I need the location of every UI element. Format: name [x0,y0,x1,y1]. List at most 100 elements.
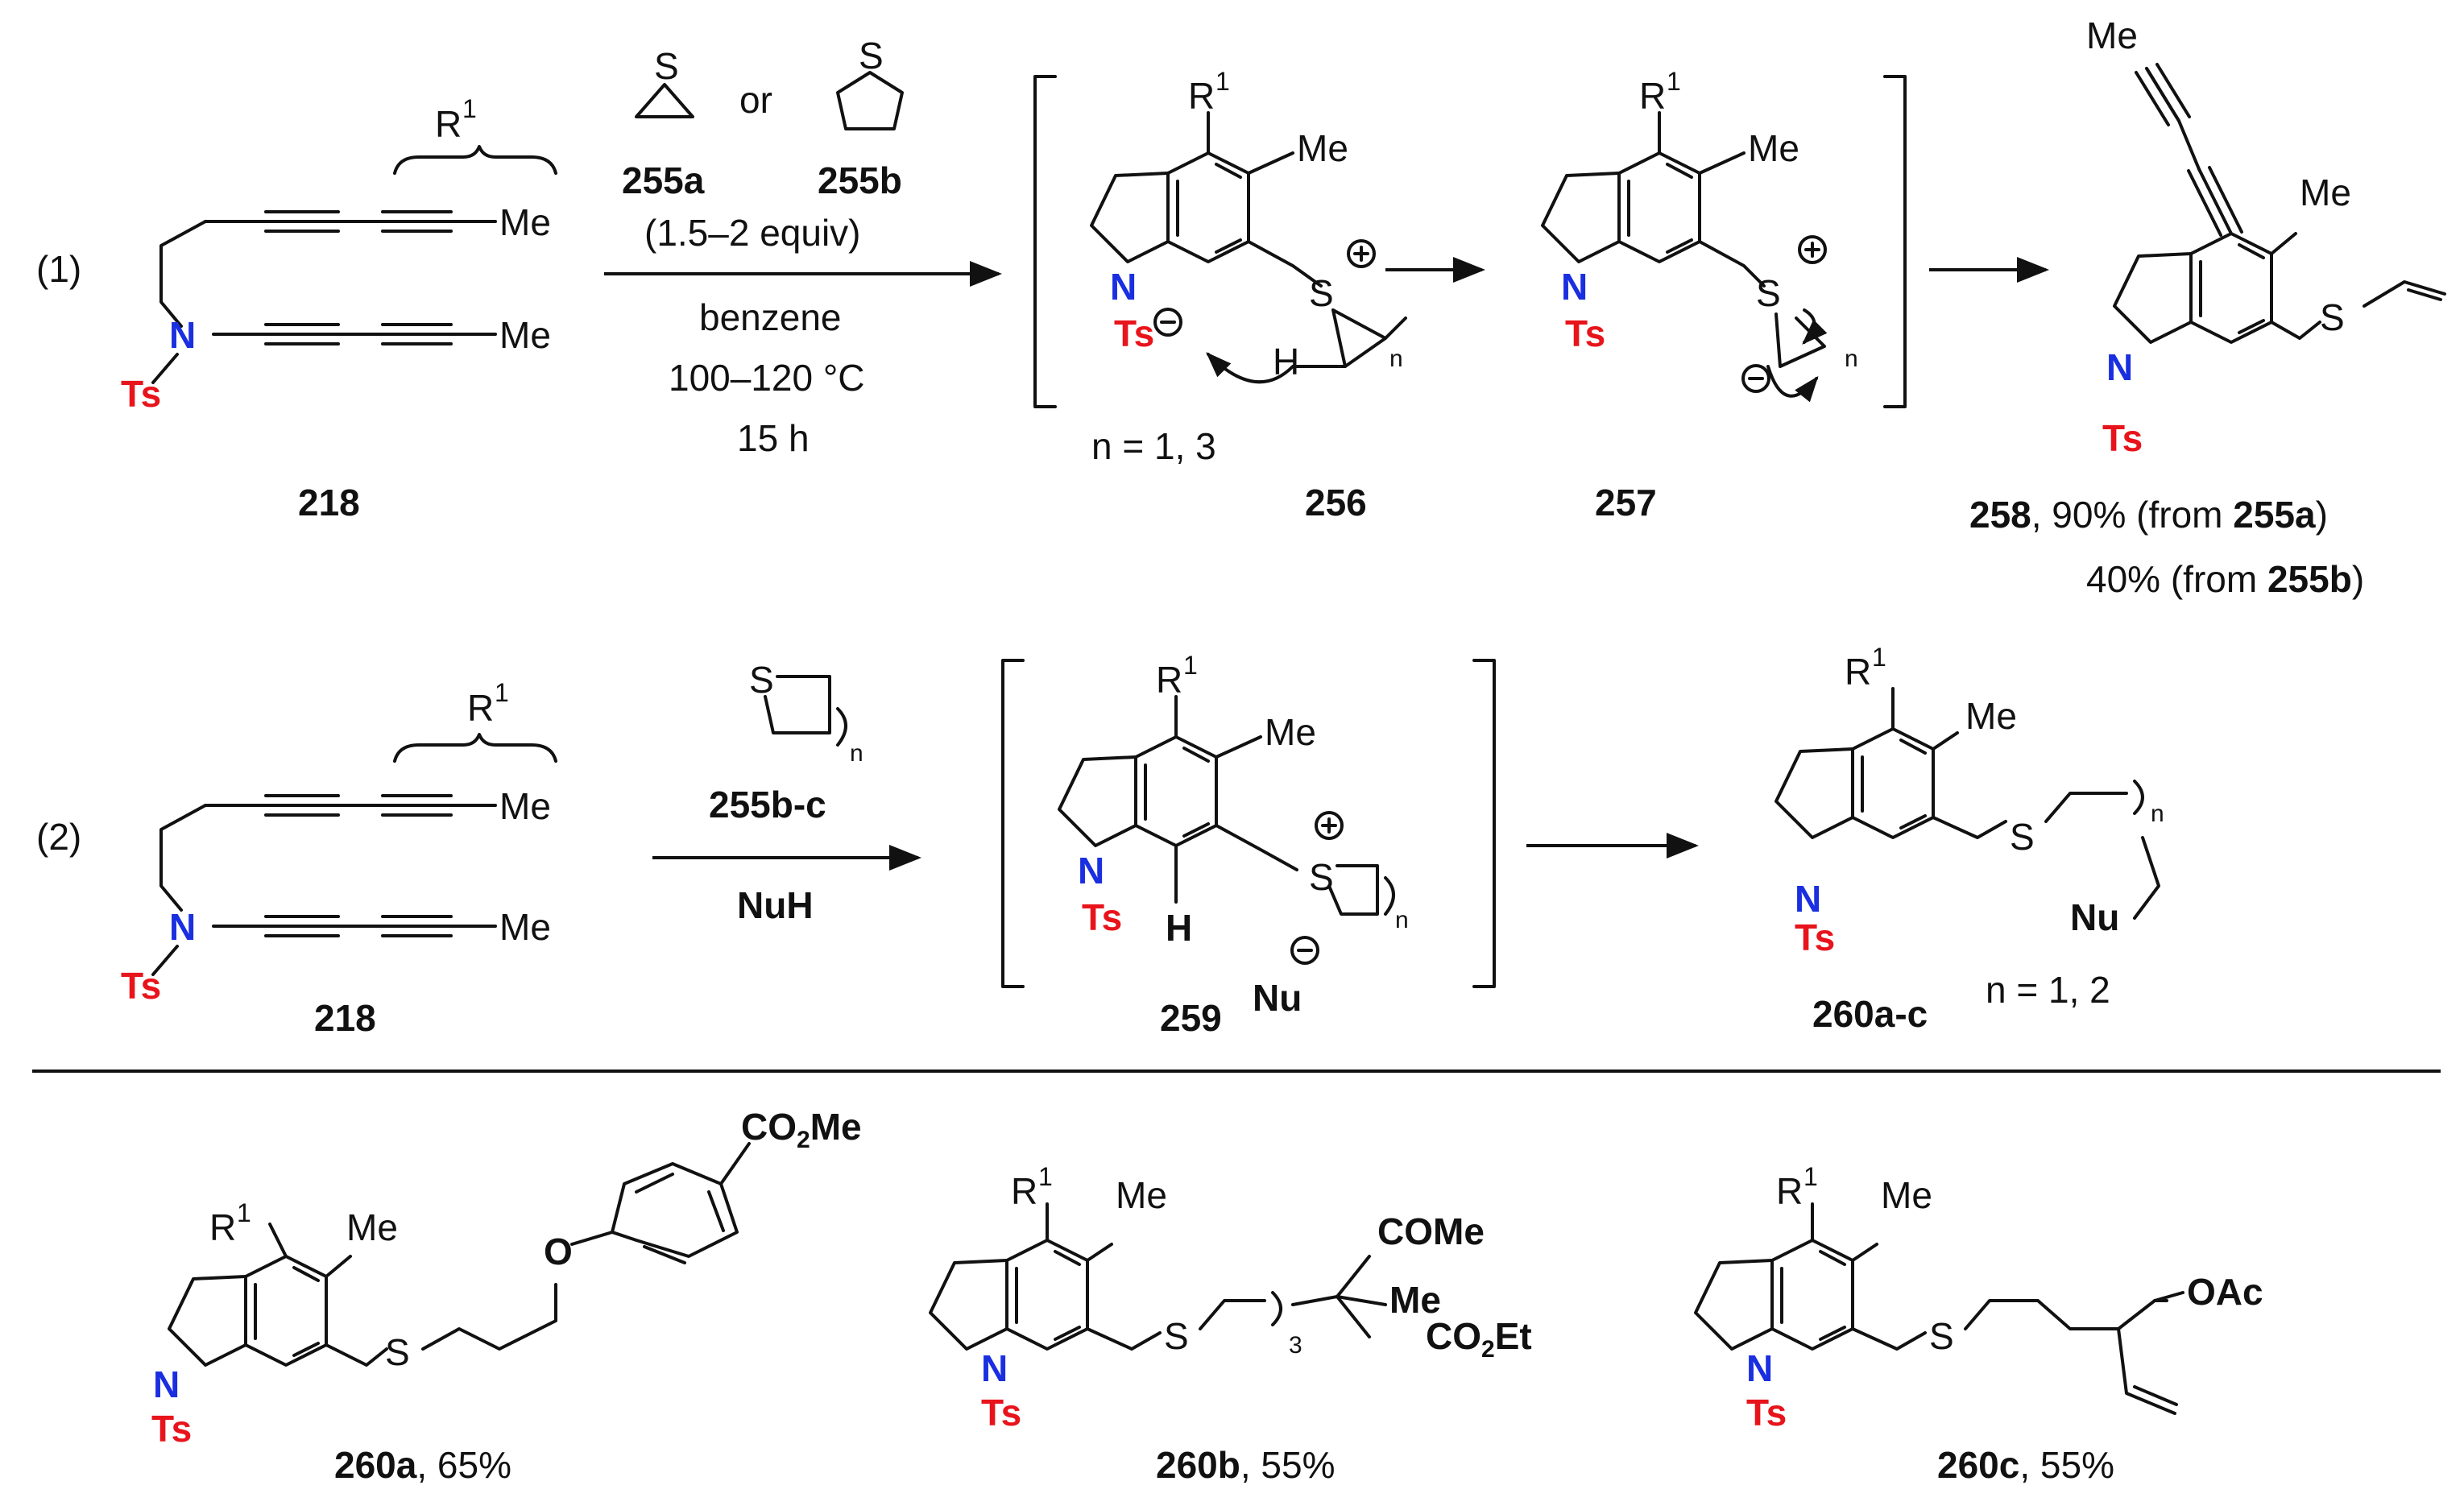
nucleophile-label: NuH [737,884,814,926]
time-label: 15 h [737,417,810,459]
ring-size-n: n [850,740,863,767]
thiacycle-255b-c: S n [749,659,863,767]
intermediate-259-structure: R 1 Me N Ts S H n Nu [1058,651,1409,1019]
intermediate-257-structure: R 1 Me N Ts S n [1541,67,1858,403]
nitrogen-atom: N [169,314,196,356]
methyl-label: Me [499,314,551,356]
product-260a-caption: 260a, 65% [334,1444,511,1486]
tosyl-group: Ts [2102,417,2143,459]
tosyl-group: Ts [1082,896,1122,938]
r1-label: R [1011,1170,1037,1212]
nucleophile-group: Nu [2070,896,2119,938]
sulfur-atom: S [749,659,774,701]
ester-group: CO2Me [741,1106,862,1153]
tosyl-group: Ts [1795,916,1835,958]
methyl-label: Me [2300,172,2351,213]
n-values-label: n = 1, 3 [1091,425,1216,467]
sulfur-atom: S [2010,816,2035,858]
bracket-left-2 [1001,659,1025,988]
product-260a-yield: , 65% [416,1444,511,1486]
r1-label: R [1776,1170,1803,1212]
solvent-label: benzene [699,296,842,338]
r1-superscript: 1 [462,94,477,123]
methyl-label: Me [499,906,551,948]
product-260c-structure: R 1 Me S OAc N Ts [1694,1162,2263,1434]
nitrogen-atom: N [1746,1347,1773,1389]
reagent-255b-label: 255b [818,159,902,201]
r1-superscript: 1 [237,1198,251,1227]
compound-218-row2: R 1 Me Me N Ts [121,678,557,1007]
nitrogen-atom: N [1110,266,1137,308]
r1-label: R [467,687,494,729]
equiv-label: (1.5–2 equiv) [644,212,861,254]
methyl-label: Me [346,1206,398,1248]
sulfonium-sulfur: S [1309,856,1334,898]
r1-label: R [209,1206,236,1248]
yield-b-text: 40% (from [2086,558,2267,600]
methyl-group: Me [1389,1279,1441,1321]
methyl-label: Me [1297,127,1348,169]
sulfur-atom: S [2320,296,2345,338]
acetoxy-group: OAc [2187,1271,2263,1313]
tosyl-group: Ts [1746,1392,1787,1434]
hydrogen-atom: H [1166,907,1192,949]
thiolane-255b: S [836,35,904,130]
nitrogen-atom: N [169,906,196,948]
ester-co: CO [741,1106,797,1148]
ester-sub: 2 [1481,1336,1495,1363]
product-260b-label: 260b [1156,1444,1240,1486]
nitrogen-atom: N [1078,850,1104,892]
equation-1-label: (1) [36,248,81,290]
r1-label: R [1156,659,1182,701]
nitrogen-atom: N [1561,266,1588,308]
reagent-255b-c-label: 255b-c [709,784,826,825]
nitrogen-atom: N [981,1347,1008,1389]
oxygen-atom: O [544,1231,573,1272]
r1-superscript: 1 [1183,651,1198,680]
sulfur-atom: S [859,35,884,77]
tosyl-group: Ts [121,965,161,1007]
product-260a-label: 260a [334,1444,417,1486]
or-label: or [739,79,772,121]
r1-superscript: 1 [1038,1162,1053,1191]
ring-size-n: n [1845,345,1858,372]
product-258-yield-line: 258, 90% (from 255a) [1969,494,2328,536]
bracket-right-2 [1472,659,1496,988]
hydrogen-atom: H [1273,341,1299,383]
ring-size-n: n [2151,801,2164,827]
ethyl-ester-group: CO2Et [1426,1315,1532,1363]
bracket-right [1883,75,1907,408]
equation-2-label: (2) [36,816,81,858]
product-260c-label: 260c [1937,1444,2019,1486]
r1-label: R [435,103,462,145]
intermediate-259-label: 259 [1160,997,1222,1039]
methyl-label: Me [1116,1174,1167,1216]
compound-218-row1: R 1 Me Me N Ts [121,94,557,415]
product-260a-c-label: 260a-c [1812,993,1928,1035]
r1-superscript: 1 [1872,643,1886,672]
sulfur-atom: S [385,1331,410,1373]
r1-label: R [1188,75,1215,117]
tosyl-group: Ts [981,1392,1021,1434]
n-values-label-2: n = 1, 2 [1986,969,2110,1011]
ester-co: CO [1426,1315,1481,1357]
nucleophile-anion: Nu [1253,977,1302,1019]
r1-superscript: 1 [1803,1162,1818,1191]
yield-a-source: 255a [2233,494,2316,536]
product-260c-caption: 260c, 55% [1937,1444,2114,1486]
product-260b-yield: , 55% [1240,1444,1336,1486]
acetyl-group: COMe [1377,1210,1485,1252]
methyl-label: Me [1748,127,1799,169]
ester-sub: 2 [797,1127,810,1153]
product-258-yield-line-2: 40% (from 255b) [2086,558,2364,600]
methyl-label: Me [1265,711,1316,753]
tosyl-group: Ts [1114,312,1154,354]
sulfonium-sulfur: S [1756,272,1781,314]
intermediate-256-structure: R 1 Me N Ts S H n [1090,67,1407,384]
r1-superscript: 1 [1215,67,1230,96]
r1-label: R [1845,651,1871,693]
intermediate-257-label: 257 [1595,482,1657,523]
methyl-label: Me [499,785,551,827]
ester-tail: Et [1495,1315,1532,1357]
compound-218-label: 218 [298,482,360,523]
